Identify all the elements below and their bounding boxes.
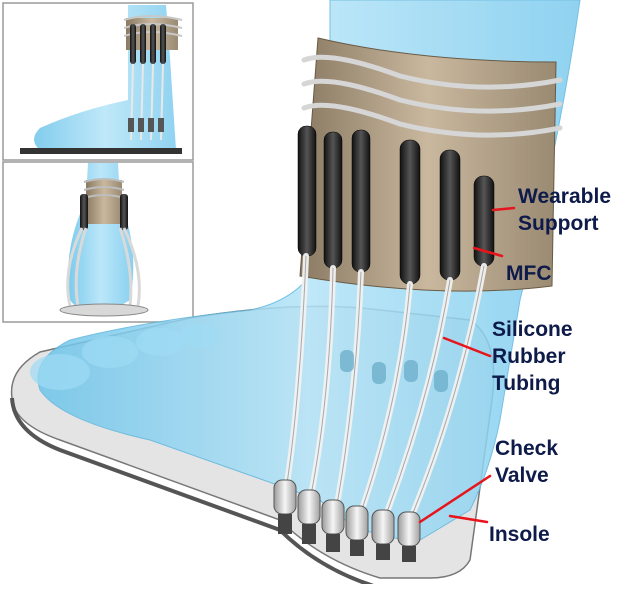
- foot-front-view-icon: [59, 163, 149, 317]
- label-wearable-support: Wearable Support: [518, 185, 611, 235]
- leader-insole: [448, 514, 489, 524]
- leader-lines: [418, 206, 516, 524]
- check-valves: [273, 479, 421, 547]
- label-mfc: MFC: [506, 262, 552, 285]
- bottom-inset-panel: [2, 161, 194, 323]
- label-insole: Insole: [489, 523, 550, 546]
- label-silicone-rubber-tubing: Silicone Rubber Tubing: [492, 318, 573, 395]
- leader-check-valve: [418, 474, 492, 524]
- foot-side-view-icon: [20, 5, 183, 154]
- top-inset-panel: [2, 2, 194, 161]
- leader-wearable-support: [491, 206, 516, 212]
- leader-mfc: [472, 246, 504, 258]
- mfc-sleeves: [297, 125, 495, 285]
- label-check-valve: Check Valve: [495, 437, 559, 487]
- main-foot-illustration: [10, 0, 581, 589]
- leader-silicone-tubing: [442, 336, 492, 358]
